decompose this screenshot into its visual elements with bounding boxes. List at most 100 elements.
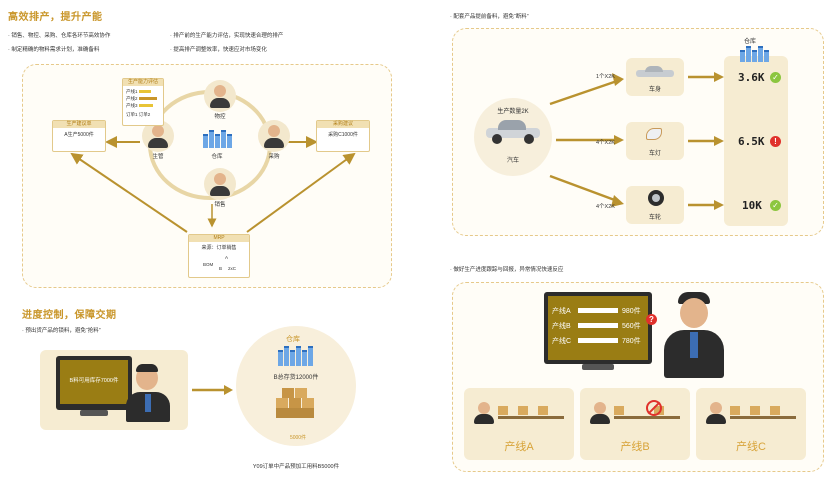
bullet-item: · 预出货产品的锁料，避免“抢料” [22, 328, 101, 334]
progress-bar [578, 338, 618, 343]
stock-value: 3.6K [738, 71, 765, 84]
progress-value: 980件 [622, 308, 641, 315]
bom-root: A [225, 255, 229, 260]
capacity-evaluation-card: 生产能力评估 产线1 产线2 产线3 订单1 订单2 [122, 78, 164, 126]
monitor-stand [582, 364, 614, 370]
line-label: 产线B [620, 441, 650, 453]
stock-value: 10K [742, 199, 762, 212]
bom-label: BOM [203, 262, 214, 267]
part-card-light: 车灯 [626, 122, 684, 160]
check-icon: ✓ [770, 200, 781, 211]
arrow-monitor-to-warehouse [192, 385, 233, 395]
progress-row: 产线B 560件 [552, 321, 648, 331]
part-card-body: 车身 [626, 58, 684, 96]
part-card-wheel: 车轮 [626, 186, 684, 224]
part-ratio: 4个X2K [596, 140, 615, 146]
monitor-screen [60, 360, 128, 404]
stock-arrows [688, 72, 724, 210]
part-ratio: 1个X2K [596, 74, 615, 80]
part-ratio: 4个X2K [596, 204, 615, 210]
arrow-mrp-to-purchase [246, 152, 356, 233]
production-suggestion-card: 生产建议单 A生产5000件 [52, 120, 106, 152]
bullet-item: · 配套产品提前备料，避免“断料” [450, 14, 529, 20]
worker-icon [710, 402, 722, 414]
stock-total: B总存货12000件 [273, 375, 319, 381]
tie-icon [690, 332, 698, 358]
line-name: 产线B [552, 323, 571, 330]
bullet-item: · 销售、物控、采购、仓库各环节高效协作 [8, 33, 111, 39]
arrow-mrp-to-production [70, 152, 188, 233]
part-name: 车身 [648, 87, 661, 93]
bullet-item: · 制定精确的物料需求计划，准确备料 [8, 47, 100, 53]
car-quantity: 生产数量2K [497, 109, 529, 115]
stock-boxes-icon [276, 384, 316, 420]
role-label-material-control: 物控 [214, 114, 226, 120]
role-label-purchase: 采购 [268, 154, 280, 160]
capacity-row: 产线2 [126, 95, 160, 102]
section-title-scheduling: 高效排产，提升产能 [8, 12, 103, 23]
person-icon [214, 85, 226, 97]
screen-text: B料可用库存7000件 [69, 378, 119, 384]
bullet-item: · 排产前的生产能力评估，实现快速合理的排产 [170, 33, 284, 39]
monitor-icon: B料可用库存7000件 [56, 356, 132, 410]
stock-value: 6.5K [738, 135, 765, 148]
card-title: 生产能力评估 [123, 79, 163, 86]
role-label-production: 生管 [152, 154, 164, 160]
line-label: 产线C [736, 441, 766, 453]
conveyor-icon [498, 406, 566, 420]
tie-icon [145, 394, 151, 412]
mrp-card: MRP 来源：订单销售 BOM A B 2xC [188, 234, 250, 278]
warehouse-title: 仓库 [286, 336, 300, 343]
car-label: 汽车 [506, 158, 519, 164]
line-label: 产线A [504, 441, 534, 453]
person-icon [680, 298, 708, 328]
person-icon [268, 125, 280, 137]
role-sales [204, 168, 236, 200]
warehouse-icon [278, 344, 313, 366]
part-arrows [549, 73, 624, 207]
stop-icon [646, 400, 662, 416]
suit-icon [590, 414, 610, 424]
capacity-legend: 订单1 订单2 [126, 112, 151, 117]
part-name: 车轮 [648, 215, 661, 221]
progress-value: 560件 [622, 323, 641, 330]
purchase-suggestion-card: 采购建议 采购C1000件 [316, 120, 370, 152]
worker-icon [478, 402, 490, 414]
alert-icon: ? [646, 314, 657, 325]
progress-row: 产线C 780件 [552, 336, 648, 346]
role-material-control [204, 80, 236, 112]
progress-bar [578, 323, 618, 328]
person-icon [152, 125, 164, 137]
card-title: 采购建议 [317, 121, 369, 128]
part-name: 车灯 [648, 151, 661, 157]
card-title: 生产建议单 [53, 121, 105, 128]
car-body-icon [636, 66, 674, 78]
monitor-stand [80, 410, 108, 416]
bullet-item: · 提高排产调整效率，快速应对市场变化 [170, 47, 267, 53]
capacity-row: 产线3 [126, 102, 160, 109]
monitor-icon [544, 292, 652, 364]
worker-icon [594, 402, 606, 414]
person-icon [214, 173, 226, 185]
card-title: MRP [189, 235, 249, 242]
line-card-c: 产线C [696, 388, 806, 460]
suit-icon [148, 138, 168, 148]
warning-icon: ! [770, 136, 781, 147]
role-purchase [258, 120, 290, 152]
mrp-source: 来源：订单销售 [201, 245, 237, 251]
car-icon [484, 120, 542, 144]
warehouse-icon [740, 44, 769, 62]
locked-stock: 5000件 [289, 435, 307, 441]
capacity-row: 产线1 [126, 88, 160, 95]
line-card-a: 产线A [464, 388, 574, 460]
person-icon [136, 366, 158, 390]
role-label-warehouse: 仓库 [211, 154, 223, 160]
bom-child: B [219, 266, 223, 271]
suit-icon [474, 414, 494, 424]
conveyor-icon [730, 406, 798, 420]
card-body: 采购C1000件 [328, 132, 358, 138]
suit-icon [706, 414, 726, 424]
progress-bar [578, 308, 618, 313]
warehouse-icon [203, 128, 232, 148]
car-light-icon [646, 128, 662, 140]
